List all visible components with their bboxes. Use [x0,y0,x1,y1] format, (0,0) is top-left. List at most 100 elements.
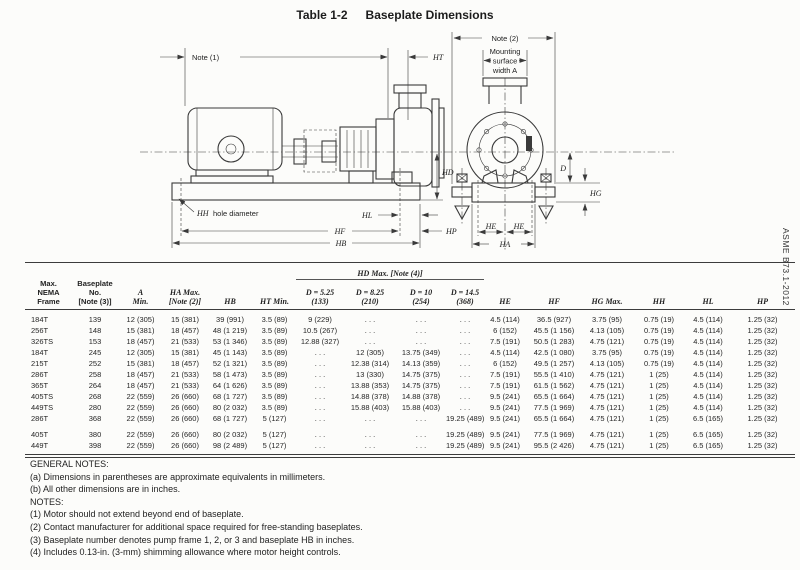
table-cell: 1 (25) [649,370,669,379]
note-2-label: Note (2) [491,34,519,43]
side-view-dimensions: Note (1) HT HD HH hole diameter HL HF HP… [160,48,457,248]
table-cell: 4.5 (114) [490,348,520,357]
table-cell: . . . [314,348,326,357]
table-cell: 15 (381) [171,348,199,357]
table-cell: 3.5 (89) [261,359,288,368]
table-cell: 9.5 (241) [489,392,521,401]
table-cell: 36.5 (927) [536,315,572,324]
table-cell: 3.5 (89) [261,326,288,335]
table-cell: 7.5 (191) [489,337,521,346]
table-cell: 14.75 (375) [401,381,441,390]
hl-dim-label: HL [361,211,373,220]
table-cell: 184T [31,315,49,324]
he-left-dim-label: HE [485,222,497,231]
table-cell: 3.75 (95) [591,348,623,357]
table-cell: 53 (1 346) [212,337,248,346]
end-view-casing [466,77,544,250]
col-header-a-min: A Min. [132,288,149,306]
table-cell: . . . [415,337,427,346]
notes-title: NOTES: [30,496,64,507]
table-cell: 3.5 (89) [261,315,288,324]
table-cell: 18 (457) [171,359,199,368]
table-row: 365T 264 18 (457) 21 (533) 64 (1 626) 3.… [25,380,795,391]
table-cell: . . . [459,381,471,390]
table-row: 184T 245 12 (305) 15 (381) 45 (1 143) 3.… [25,347,795,358]
table-cell: 4.75 (121) [589,381,625,390]
table-cell: . . . [314,414,326,423]
table-cell: 4.5 (114) [693,370,723,379]
table-title: Baseplate Dimensions [365,8,494,22]
side-view-baseplate [171,168,421,236]
table-cell: 3.75 (95) [591,315,623,324]
d-dim-label: D [559,164,566,173]
col-header-hf: HF [548,297,560,306]
hb-dim-label: HB [335,239,347,248]
table-cell: 45 (1 143) [212,348,248,357]
table-cell: 4.75 (121) [589,403,625,412]
table-cell: 12 (305) [356,348,384,357]
table-cell: 268 [88,392,102,401]
table-cell: 22 (559) [126,441,155,450]
table-cell: . . . [314,359,326,368]
table-cell: 45.5 (1 156) [533,326,575,335]
mounting-surface-label-2: surface [493,57,518,66]
table-cell: 0.75 (19) [643,359,675,368]
anchor-bolt-right [538,168,554,226]
table-cell: 252 [88,359,102,368]
table-cell: 52 (1 321) [212,359,248,368]
table-cell: 6 (152) [493,359,517,368]
table-cell: . . . [459,403,471,412]
table-cell: 405TS [31,392,54,401]
col-header-hh: HH [652,297,666,306]
table-cell: 13.88 (353) [350,381,390,390]
table-cell: 68 (1 727) [212,392,248,401]
table-cell: . . . [415,441,427,450]
table-cell: . . . [364,326,376,335]
table-cell: 1 (25) [649,414,669,423]
table-cell: 4.75 (121) [589,441,625,450]
table-cell: 21 (533) [171,337,199,346]
table-cell: 368 [88,414,102,423]
table-cell: 4.13 (105) [589,359,625,368]
table-cell: 18 (457) [171,326,199,335]
table-cell: 21 (533) [171,381,199,390]
table-cell: 286T [31,414,49,423]
table-cell: 1.25 (32) [747,403,778,412]
table-cell: 65.5 (1 664) [533,392,575,401]
table-cell: 55.5 (1 410) [533,370,575,379]
table-cell: 398 [88,441,102,450]
table-cell: . . . [459,326,471,335]
table-cell: 4.5 (114) [693,337,723,346]
table-cell: 61.5 (1 562) [533,381,575,390]
table-cell: 1.25 (32) [747,392,778,401]
table-row: 449T 398 22 (559) 26 (660) 98 (2 489) 5 … [25,440,795,451]
hg-dim-label: HG [589,189,602,198]
hp-dim-label: HP [445,227,457,236]
table-number: Table 1-2 [296,8,348,22]
table-cell: 153 [88,337,102,346]
col-header-d-8-25: D = 8.25 (210) [355,288,385,306]
table-cell: . . . [364,315,376,324]
table-cell: 18 (457) [126,337,155,346]
table-cell: 39 (991) [216,315,244,324]
mounting-surface-label-1: Mounting [490,47,521,56]
table-cell: 22 (559) [126,430,155,439]
hh-dim-label: HH [196,209,210,218]
table-cell: 77.5 (1 969) [533,403,575,412]
table-cell: 12.88 (327) [300,337,340,346]
table-cell: 26 (660) [171,392,199,401]
ha-dim-label: HA [499,240,511,249]
table-cell: 19.25 (489) [446,430,485,439]
table-cell: . . . [364,414,376,423]
col-header-d-10: D = 10 (254) [409,288,433,306]
table-cell: . . . [314,392,326,401]
table-cell: 22 (559) [126,392,155,401]
table-cell: 4.75 (121) [589,370,625,379]
col-header-ha-max: HA Max. [Note (2)] [168,288,202,306]
table-cell: 184T [31,348,49,357]
table-cell: 1.25 (32) [747,348,778,357]
end-view-dimensions: Note (2) Mounting surface width A D HG H… [451,32,602,249]
table-cell: . . . [314,381,326,390]
table-body: 184T 139 12 (305) 15 (381) 39 (991) 3.5 … [25,314,795,451]
